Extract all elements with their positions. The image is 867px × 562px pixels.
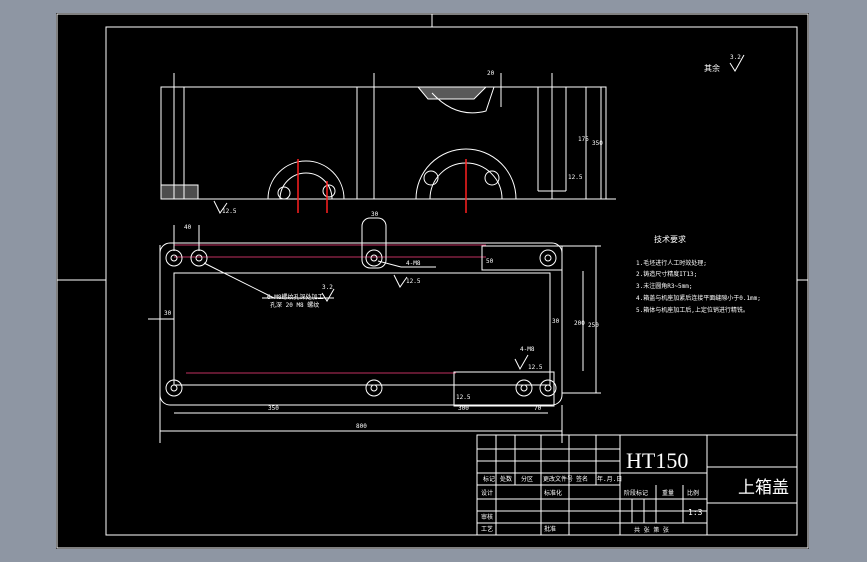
part-name-label: 上箱盖: [738, 478, 789, 497]
roughness-top-view-label-2: 3.2: [322, 284, 333, 291]
bolt-hole-top-3: [365, 249, 383, 267]
roughness-symbol: [729, 54, 745, 72]
bolt-hole-top-1: [165, 249, 183, 267]
tb-header-cell: 年.月.日: [597, 475, 622, 483]
drawing-sheet: 其余 3.2 20 350 175 12.5 1: [56, 13, 809, 549]
top-right-step: [453, 371, 555, 407]
tb-stage-label: 阶段标记: [624, 489, 648, 497]
bolt-hole-front-1: [277, 186, 291, 200]
tb-scale-label: 比例: [687, 489, 699, 497]
cad-drawing: 其余 3.2 20 350 175 12.5 1: [56, 13, 809, 549]
top-view-inner: [173, 272, 551, 386]
tb-weight-label: 重量: [662, 489, 674, 497]
dim-top-left-label: 40: [184, 224, 192, 231]
bolt-hole-top-7: [515, 379, 533, 397]
top-boss-slot: [361, 217, 387, 269]
tb-design-label: 设计: [481, 489, 493, 497]
dim-left-label: 350: [268, 405, 279, 412]
bolt-hole-front-4: [484, 170, 500, 186]
dim-right-v-label: 30: [552, 318, 560, 325]
bearing-arc-left-inner: [279, 172, 333, 200]
bolt-hole-top-3-inner: [370, 254, 378, 262]
roughness-top-view-2: [321, 288, 335, 302]
tech-req-item: 3.未注圆角R3~5mm;: [636, 282, 693, 290]
tb-sheet-info: 共 张 第 张: [634, 526, 669, 534]
dim-left-v-label: 30: [164, 310, 172, 317]
bolt-hole-top-2-inner: [195, 254, 203, 262]
bearing-arc-left: [267, 160, 345, 200]
bolt-hole-top-7-inner: [520, 384, 528, 392]
tech-req-item: 5.箱体与机座加工后,上定位销进行精铣。: [636, 306, 749, 314]
dim-front-h-label: 350: [592, 140, 603, 147]
surface-finish-note: 其余 3.2: [704, 54, 745, 73]
dim-front-h2-label: 175: [578, 136, 589, 143]
roughness-top-view-1: [393, 274, 408, 288]
thread-callout: 4-M8: [406, 260, 421, 267]
tech-req-item: 2.铸造尺寸精度IT13;: [636, 270, 697, 278]
section-hatch-top: [416, 86, 488, 100]
section-hatch-left: [160, 184, 199, 200]
front-view-outline: [160, 86, 607, 200]
tb-header-cell: 签名: [576, 475, 588, 483]
tb-scale-value: 1:3: [688, 508, 703, 517]
roughness-front: [213, 200, 228, 214]
front-cutout-curve: [431, 86, 495, 114]
tb-std-label: 标准化: [544, 489, 562, 497]
dim-overall-label: 800: [356, 423, 367, 430]
hole-callout: 6-M8螺纹孔深处加工: [267, 293, 323, 301]
roughness-rib-label: 12.5: [568, 174, 583, 181]
roughness-front-label: 12.5: [222, 208, 237, 215]
title-block: [476, 434, 798, 536]
bolt-hole-top-1-inner: [170, 254, 178, 262]
leader-hole-callout: [203, 262, 275, 299]
tb-header-cell: 标记: [483, 475, 495, 483]
tb-header-cell: 处数: [500, 475, 512, 483]
roughness-top-view-label-3: 12.5: [528, 364, 543, 371]
dim-slot-label: 30: [371, 211, 379, 218]
bolt-hole-top-6-inner: [370, 384, 378, 392]
tb-header-cell: 分区: [521, 475, 533, 483]
roughness-top-view-3: [514, 354, 529, 371]
bolt-hole-front-3: [423, 170, 439, 186]
material-label: HT150: [626, 448, 688, 473]
dim-right-label: 300: [458, 405, 469, 412]
top-view-outline: [159, 242, 563, 406]
front-view: [160, 73, 616, 214]
bearing-arc-right: [415, 148, 517, 200]
surface-finish-value: 3.2: [730, 54, 741, 61]
tb-header-cell: 更改文件号: [543, 475, 573, 483]
bolt-hole-top-5: [165, 379, 183, 397]
bolt-hole-front-2: [322, 184, 336, 198]
surface-finish-prefix: 其余: [704, 63, 720, 73]
bolt-hole-top-4: [539, 249, 557, 267]
top-right-flange: [481, 245, 563, 271]
thread-callout-2: 4-M8: [520, 346, 535, 353]
tb-review-label: 审核: [481, 513, 493, 521]
roughness-top-view-label-1: 12.5: [406, 278, 421, 285]
top-view: [148, 217, 601, 443]
tb-approve-label: 批准: [544, 525, 556, 533]
bolt-hole-top-8: [539, 379, 557, 397]
dim-front-top-label: 20: [487, 70, 495, 77]
tech-requirements: 技术要求 1.毛坯进行人工时效处理; 2.铸造尺寸精度IT13; 3.未注圆角R…: [636, 234, 761, 314]
dim-height-2-label: 250: [588, 322, 599, 329]
dim-height-1-label: 200: [574, 320, 585, 327]
dim-side-label: 70: [534, 405, 542, 412]
dim-small-label: 50: [486, 258, 494, 265]
tech-req-item: 1.毛坯进行人工时效处理;: [636, 259, 707, 267]
tb-process-label: 工艺: [481, 525, 493, 533]
tech-req-item: 4.箱盖与机座加紧后连接平面缝隙小于0.1mm;: [636, 294, 761, 302]
hole-callout-sub: 孔深 20 M8 螺纹: [270, 301, 319, 309]
bolt-hole-top-5-inner: [170, 384, 178, 392]
tech-req-heading: 技术要求: [654, 234, 686, 244]
leader-thread-callout: [377, 260, 402, 268]
bolt-hole-top-4-inner: [544, 254, 552, 262]
bolt-hole-top-8-inner: [544, 384, 552, 392]
bolt-hole-top-6: [365, 379, 383, 397]
roughness-top-view-label-4: 12.5: [456, 394, 471, 401]
inner-border: [105, 26, 798, 536]
